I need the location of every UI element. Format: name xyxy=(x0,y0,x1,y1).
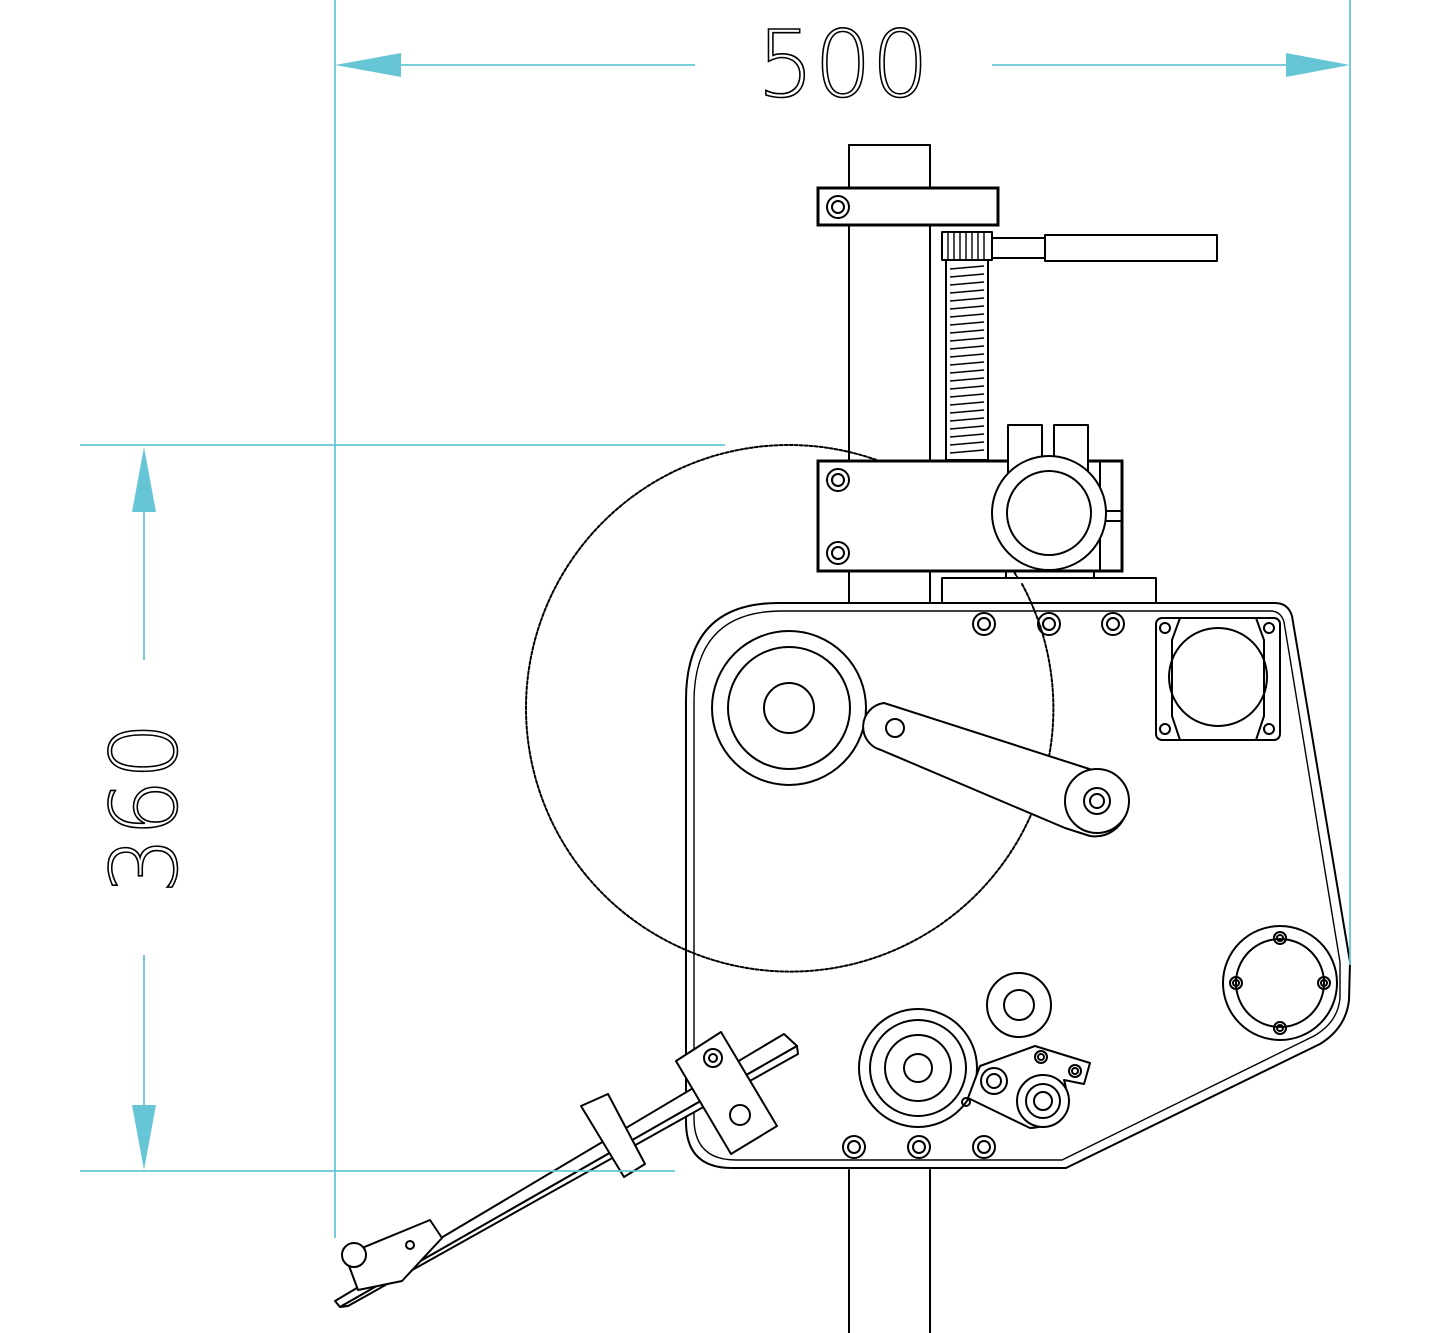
screw-thread xyxy=(949,337,985,342)
screw-thread xyxy=(949,409,985,414)
motor-flange xyxy=(1155,617,1281,741)
nip-bracket xyxy=(961,1045,1091,1130)
height-dimension-label: 360 xyxy=(91,722,198,894)
tension-arm xyxy=(862,702,1130,838)
arrow-up xyxy=(132,447,156,512)
top-clamp xyxy=(816,186,1000,227)
plate-screws-top xyxy=(972,612,1125,636)
screw-thread xyxy=(949,353,985,358)
screw-handle xyxy=(991,234,1218,262)
lead-screw xyxy=(941,231,993,461)
idler-roller xyxy=(986,972,1052,1038)
unwind-hub xyxy=(711,630,867,786)
screw-thread xyxy=(949,417,985,422)
screw-thread xyxy=(949,273,985,278)
plate-screws-bottom xyxy=(842,1135,996,1159)
drive-roller xyxy=(858,1008,978,1128)
peel-arm xyxy=(334,1031,799,1308)
right-roller xyxy=(1222,925,1338,1041)
screw-thread xyxy=(949,441,985,446)
screw-thread xyxy=(949,401,985,406)
screw-thread xyxy=(949,265,985,270)
screw-thread xyxy=(949,449,985,454)
screw-thread xyxy=(949,289,985,294)
screw-thread xyxy=(949,425,985,430)
arrow-down xyxy=(132,1105,156,1170)
screw-thread xyxy=(949,361,985,366)
screw-thread xyxy=(949,281,985,286)
screw-thread xyxy=(949,385,985,390)
dimension-lines xyxy=(80,0,1351,1238)
screw-thread xyxy=(949,297,985,302)
screw-thread xyxy=(949,329,985,334)
arrow-right xyxy=(1286,53,1350,77)
screw-thread xyxy=(949,369,985,374)
screw-thread xyxy=(949,433,985,438)
arrow-left xyxy=(335,53,401,77)
screw-thread xyxy=(949,345,985,350)
screw-thread xyxy=(949,377,985,382)
width-dimension-label: 500 xyxy=(757,11,929,118)
screw-thread xyxy=(949,321,985,326)
screw-thread xyxy=(949,393,985,398)
screw-thread xyxy=(949,305,985,310)
middle-clamp xyxy=(816,424,1157,605)
screw-thread xyxy=(949,313,985,318)
